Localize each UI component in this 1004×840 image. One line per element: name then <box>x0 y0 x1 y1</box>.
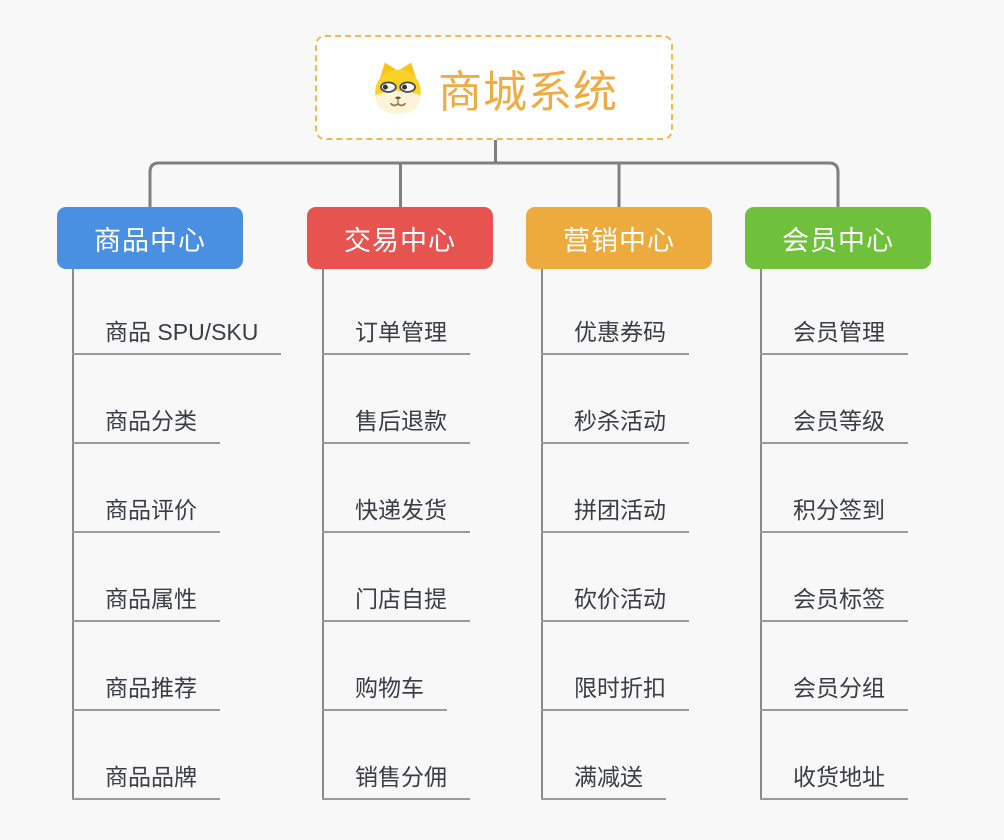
branch-node-product-center[interactable]: 商品中心 <box>57 207 243 269</box>
leaf-node[interactable]: 快递发货 <box>322 495 470 533</box>
leaf-node[interactable]: 购物车 <box>322 673 447 711</box>
leaf-node[interactable]: 商品推荐 <box>72 673 220 711</box>
leaf-node[interactable]: 秒杀活动 <box>541 406 689 444</box>
root-node-mall-system[interactable]: 商城系统 <box>315 35 673 140</box>
leaf-node[interactable]: 商品分类 <box>72 406 220 444</box>
leaf-column-product: 商品 SPU/SKU 商品分类 商品评价 商品属性 商品推荐 商品品牌 <box>72 269 302 802</box>
leaf-node[interactable]: 积分签到 <box>760 495 908 533</box>
leaf-node[interactable]: 商品属性 <box>72 584 220 622</box>
branch-node-label: 商品中心 <box>94 225 206 256</box>
leaf-node[interactable]: 销售分佣 <box>322 762 470 800</box>
leaf-node[interactable]: 砍价活动 <box>541 584 689 622</box>
branch-spine-line <box>541 269 543 800</box>
leaf-node[interactable]: 售后退款 <box>322 406 470 444</box>
leaf-node[interactable]: 商品 SPU/SKU <box>72 317 282 355</box>
branch-node-marketing-center[interactable]: 营销中心 <box>526 207 712 269</box>
dog-face-icon <box>375 62 421 113</box>
leaf-node[interactable]: 收货地址 <box>760 762 908 800</box>
leaf-column-trade: 订单管理 售后退款 快递发货 门店自提 购物车 销售分佣 <box>322 269 552 802</box>
root-node-title: 商城系统 <box>438 67 618 117</box>
leaf-node[interactable]: 订单管理 <box>322 317 470 355</box>
leaf-node[interactable]: 会员分组 <box>760 673 908 711</box>
leaf-column-member: 会员管理 会员等级 积分签到 会员标签 会员分组 收货地址 <box>760 269 990 802</box>
leaf-node[interactable]: 商品品牌 <box>72 762 220 800</box>
leaf-node[interactable]: 会员等级 <box>760 406 908 444</box>
branch-node-label: 营销中心 <box>563 225 675 256</box>
branch-spine-line <box>760 269 762 800</box>
leaf-node[interactable]: 会员管理 <box>760 317 908 355</box>
leaf-node[interactable]: 会员标签 <box>760 584 908 622</box>
branch-node-label: 会员中心 <box>782 225 894 256</box>
leaf-column-marketing: 优惠券码 秒杀活动 拼团活动 砍价活动 限时折扣 满减送 <box>541 269 771 802</box>
branch-spine-line <box>322 269 324 800</box>
leaf-node[interactable]: 门店自提 <box>322 584 470 622</box>
leaf-node[interactable]: 满减送 <box>541 762 666 800</box>
leaf-node[interactable]: 商品评价 <box>72 495 220 533</box>
leaf-node[interactable]: 限时折扣 <box>541 673 689 711</box>
branch-spine-line <box>72 269 74 800</box>
branch-node-trade-center[interactable]: 交易中心 <box>307 207 493 269</box>
leaf-node[interactable]: 拼团活动 <box>541 495 689 533</box>
branch-node-label: 交易中心 <box>344 225 456 256</box>
leaf-node[interactable]: 优惠券码 <box>541 317 689 355</box>
branch-node-member-center[interactable]: 会员中心 <box>745 207 931 269</box>
